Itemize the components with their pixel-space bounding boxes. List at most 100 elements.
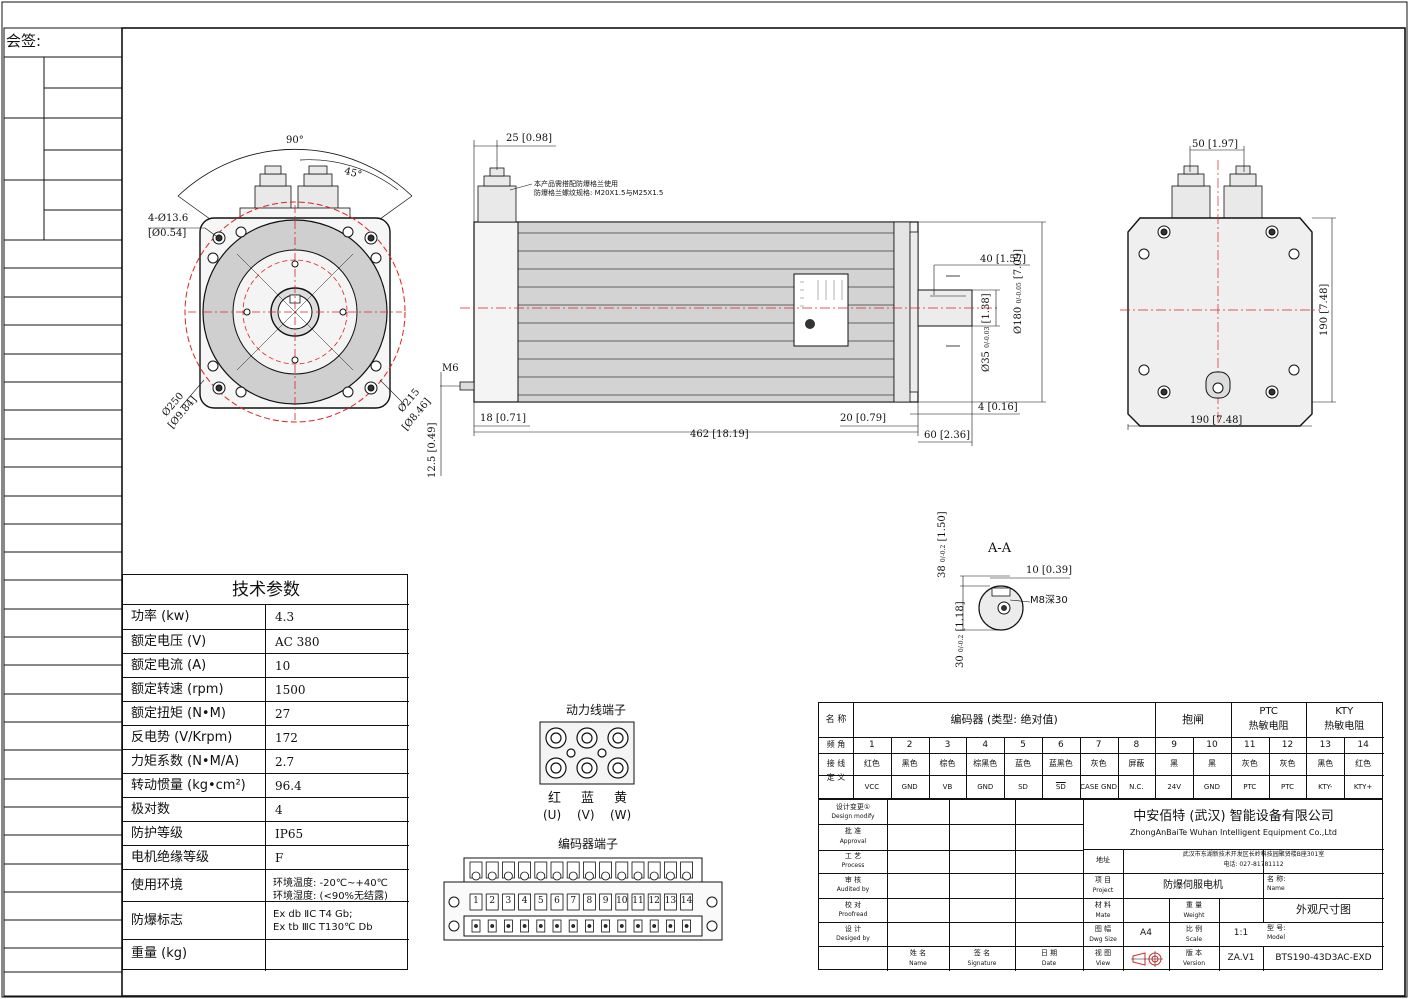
weight-label-en: Weight [1183,911,1205,919]
tech-param-row: 力矩系数 (N•M/A)2.7 [123,749,409,773]
encoder-pin-box [534,893,548,911]
tech-param-label: 额定扭矩 (N•M) [131,706,226,721]
audited-by-label: 审 核 [844,875,862,884]
version-label: 版 本 [1185,948,1203,957]
tech-param-label: 极对数 [131,802,171,817]
dim-30-value: 30 [955,655,966,668]
dim-30-label: 30 0/-0.2 [1.18] [955,601,966,668]
pin-def-cell: N.C. [1129,783,1144,792]
encoder-pin-screw [471,871,481,881]
tech-param-value: 27 [275,707,291,721]
designed-by-label-en: Desiged by [836,934,870,942]
pin-table-brake-header: 抱闸 [1182,712,1205,726]
encoder-pin-box [615,893,629,911]
date-column-label-en: Date [1041,959,1057,967]
tech-param-value: F [275,851,284,865]
encoder-pin-screw [601,871,610,881]
tech-param-value: 4.3 [275,610,295,624]
pin-def-cell: 24V [1167,783,1182,792]
project-value: 防爆伺服电机 [1163,880,1223,891]
power-terminal-block [539,721,635,785]
pin-def-cell: GND [977,783,994,792]
tech-param-label: 使用环境 [131,878,184,893]
tech-param-row: 转动惯量 (kg•cm²)96.4 [123,773,409,797]
angle-90-label: 90° [286,135,304,146]
m6-label: M6 [442,363,459,374]
encoder-pin-dot [668,924,673,928]
drawing-name-label-en: Name [1267,884,1285,892]
tech-param-label: 额定电压 (V) [131,634,207,649]
pin-def-cell: PTC [1243,783,1257,792]
dim-190-vertical-label: 190 [7.48] [1319,283,1330,336]
encoder-pin-box [469,893,483,911]
scale-label: 比 例 [1185,924,1203,933]
tech-param-label: 功率 (kw) [131,609,190,624]
dim-38-value: 38 [937,565,948,578]
pin-def-cell: VCC [864,783,880,792]
encoder-pin-number: 11 [632,896,644,906]
material-label-en: Mate [1095,911,1111,919]
dim-4-label: 4 [0.16] [978,402,1018,413]
pin-def-cell: KTY- [1318,783,1333,792]
tech-param-value-line2: 环境湿度: (<90%无结露) [273,891,388,902]
pin-number-cell: 12 [1281,739,1294,750]
tech-param-label: 额定电流 (A) [131,658,207,673]
address-value: 武汉市东湖新技术开发区长岭科技园聚贤楼B座301室 [1182,851,1325,859]
encoder-pin-dot [636,924,640,928]
approval-label-en: Approval [839,838,867,846]
encoder-pin-box [680,893,693,911]
encoder-pin-screw [617,871,627,881]
model-value: BTS190-43D3AC-EXD [1275,952,1372,963]
dim-180-inch: [7.09] [1013,249,1024,280]
encoder-pin-dot [538,924,543,928]
design-modify-label-en: Design modify [831,812,875,820]
encoder-pin-box [550,893,564,911]
dim-60-label: 60 [2.36] [924,430,970,441]
phase-v-label: (V) [577,808,595,822]
encoder-pin-box [583,893,596,911]
rear-view [1120,146,1336,430]
tech-param-value: Ex db ⅡC T4 Gb; [273,909,353,920]
tech-param-label: 额定转速 (rpm) [131,682,224,697]
tech-param-value: IP65 [275,827,304,841]
encoder-pin-number: 8 [586,896,593,906]
pin-number-cell: 6 [1057,739,1064,750]
encoder-pin-dot [522,924,527,928]
encoder-pin-dot [587,924,592,928]
pin-number-cell: 14 [1357,739,1369,750]
encoder-pin-number: 2 [489,896,496,906]
encoder-pin-dot [619,924,624,928]
front-view [148,148,413,423]
phase-v-color: 蓝 [581,791,595,806]
pin-table-ptc-header: PTC [1259,706,1278,718]
tech-param-row: 额定扭矩 (N•M) 27 [123,701,409,725]
pin-color-cell: 黑 [1207,759,1216,769]
pin-def-cell: KTY+ [1353,783,1373,792]
encoder-pin-screw [666,871,675,881]
encoder-pin-number: 12 [648,896,660,906]
encoder-pin-dot [603,924,608,928]
encoder-pin-dot [652,924,657,928]
encoder-pin-number: 6 [554,896,560,906]
pin-color-cell: 棕色 [939,759,956,769]
phone-value: 电话: 027-81781112 [1223,861,1284,869]
dim-50-label: 50 [1.97] [1192,139,1238,150]
dim-30-tol: 0/-0.2 [958,634,965,653]
pin-color-cell: 黑 [1170,759,1179,769]
pin-color-cell: 屏蔽 [1128,759,1145,769]
tech-param-label: 防护等级 [131,826,184,841]
pin-table-ptc-subheader: 热敏电阻 [1248,721,1289,733]
pin-number-cell: 8 [1133,739,1140,750]
encoder-pin-box [599,893,612,911]
encoder-pin-dot [474,924,478,928]
dim-38-tol: 0/-0.2 [940,544,947,563]
pin-def-cell: GND [1203,783,1220,792]
project-label-en: Project [1092,886,1114,894]
encoder-pin-dot [684,924,689,928]
dim-462-label: 462 [18.19] [690,429,749,440]
